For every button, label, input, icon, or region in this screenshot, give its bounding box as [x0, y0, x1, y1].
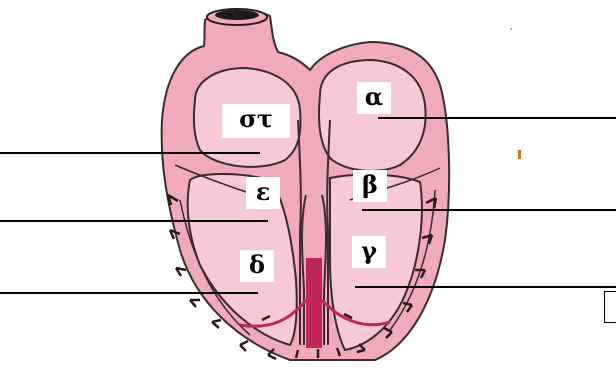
label-delta: δ — [240, 250, 274, 282]
label-beta: β — [353, 170, 387, 202]
aorta-lumen — [215, 10, 259, 20]
conduction-bundle-red — [306, 258, 322, 348]
label-gamma: γ — [352, 236, 386, 268]
answer-box[interactable] — [604, 291, 616, 323]
right-atrium-chamber — [319, 60, 426, 171]
label-sigma-tau: στ — [222, 104, 290, 138]
label-epsilon: ε — [246, 177, 280, 209]
scan-artifact — [518, 150, 521, 159]
scan-artifact — [510, 28, 512, 30]
label-alpha: α — [357, 82, 391, 114]
